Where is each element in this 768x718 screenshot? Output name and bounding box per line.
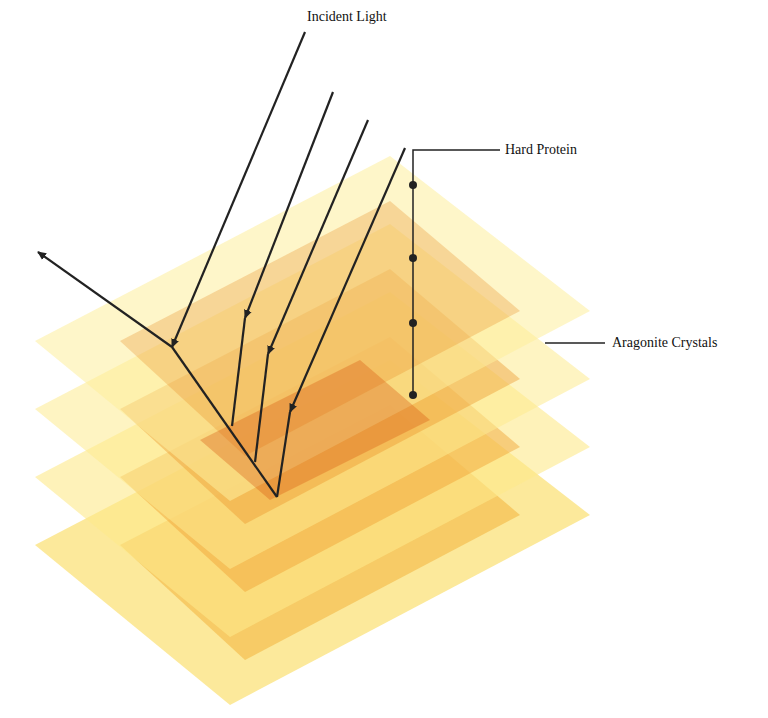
ray-label: Incident Light (307, 8, 387, 26)
part-label: Aragonite Crystals (612, 334, 717, 352)
aragonite-leader (545, 342, 605, 344)
aragonite-layers (35, 156, 590, 705)
hard-protein-leader (409, 150, 500, 399)
part-label: Hard Protein (505, 141, 577, 159)
light-rays (38, 32, 405, 497)
